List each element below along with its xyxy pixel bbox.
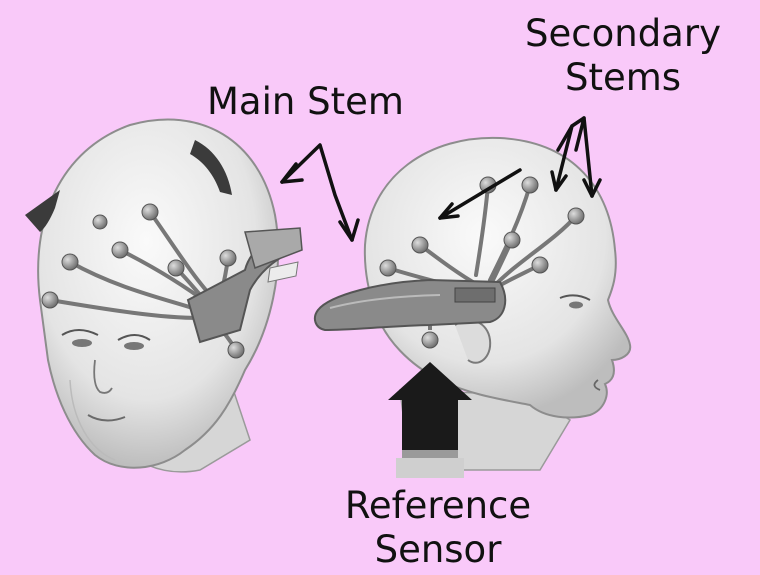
- reference-sensor-line2: Sensor: [318, 528, 558, 572]
- main-stem-arrow-icon: [282, 145, 358, 240]
- main-stem-label: Main Stem: [207, 80, 404, 124]
- secondary-stems-line2: Stems: [508, 56, 738, 100]
- reference-sensor-line1: Reference: [318, 484, 558, 528]
- right-head-illustration: [315, 138, 630, 470]
- reference-sensor-label: Reference Sensor: [318, 484, 558, 572]
- secondary-stems-label: Secondary Stems: [508, 12, 738, 100]
- secondary-stems-line1: Secondary: [508, 12, 738, 56]
- left-head-illustration: [25, 119, 302, 471]
